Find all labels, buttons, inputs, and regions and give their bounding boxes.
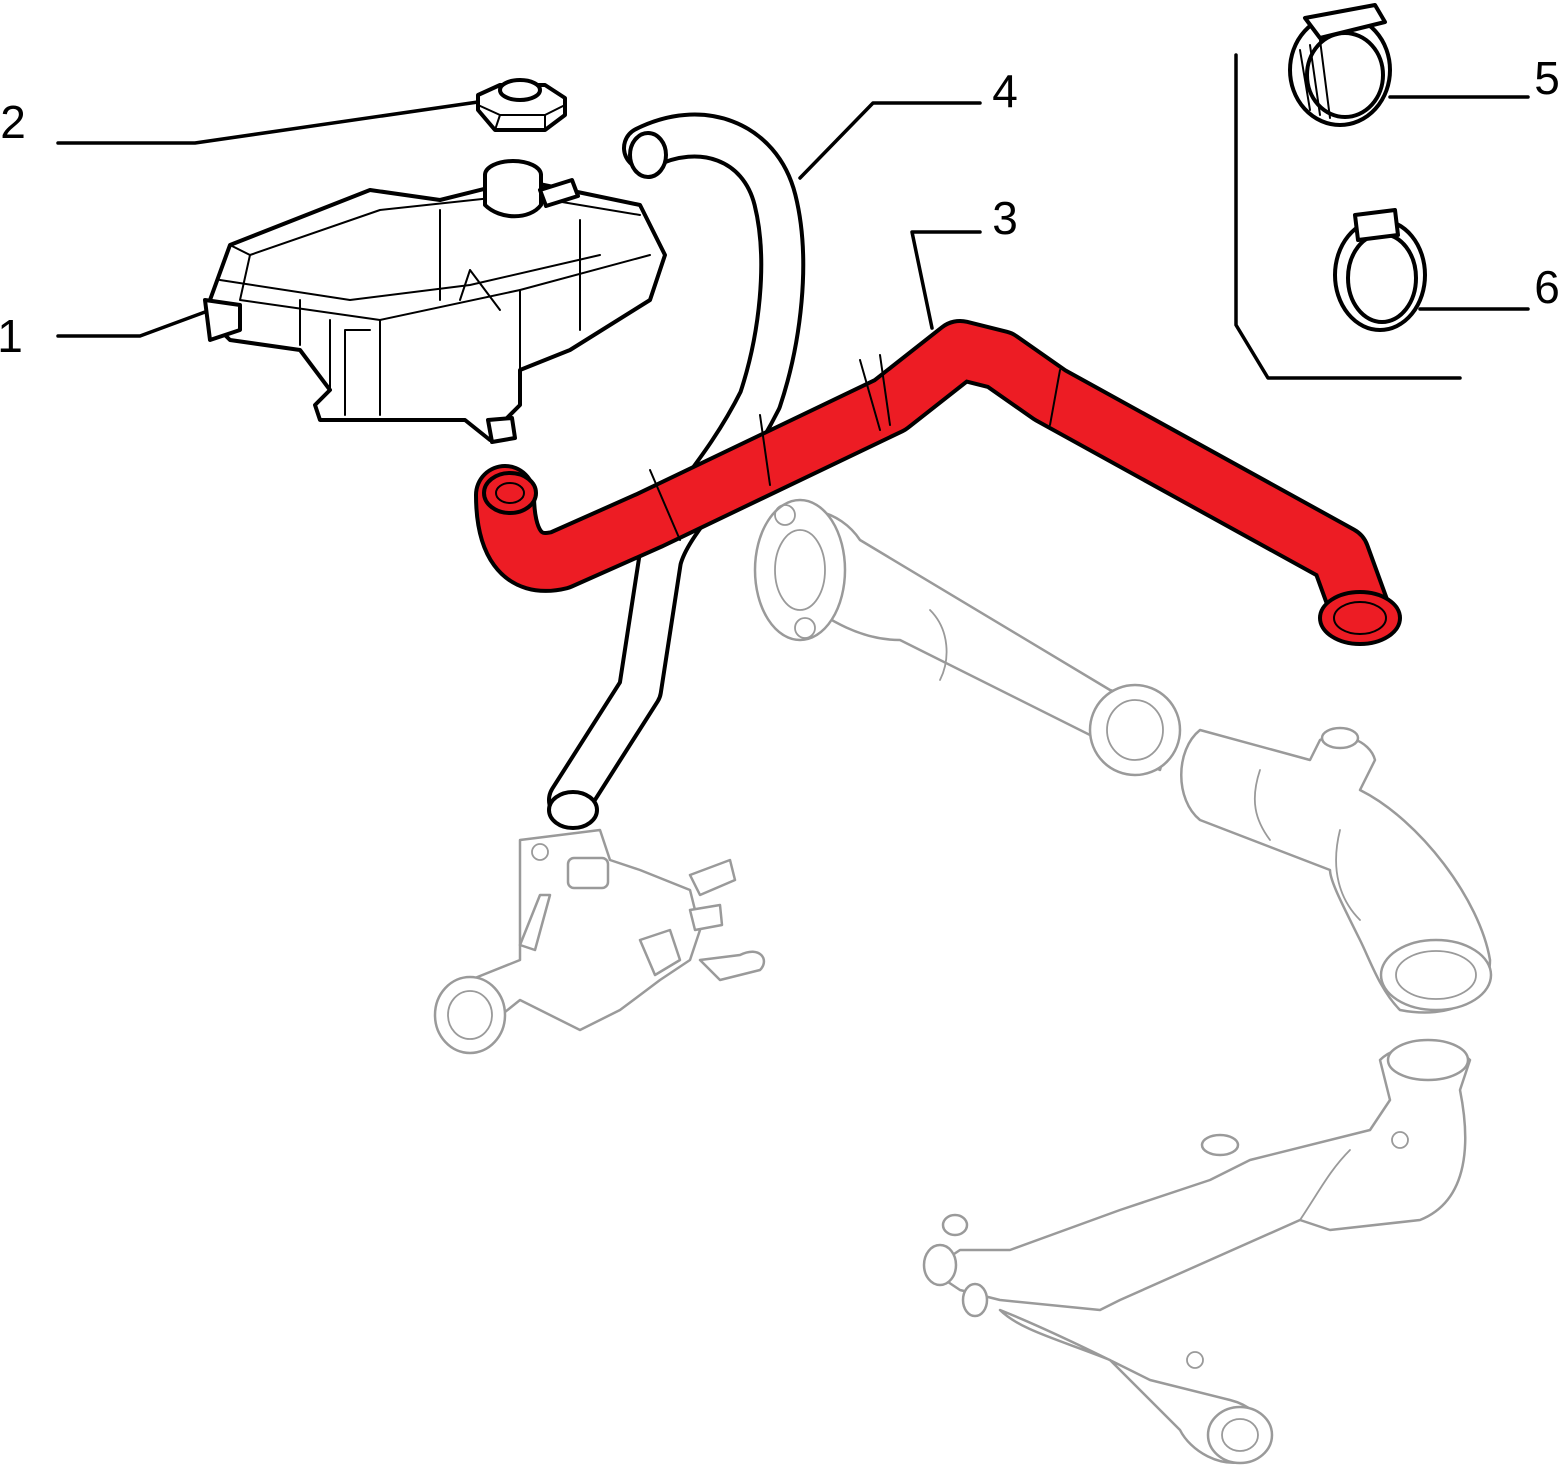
leader-line-1 [56,310,207,338]
hose-clamp-part-5 [1288,3,1392,127]
expansion-tank [203,159,667,444]
callout-6: 6 [1534,261,1560,313]
context-thermostat-housing [433,828,766,1055]
callout-5: 5 [1534,52,1560,104]
callout-1: 1 [0,310,23,362]
leader-line-2 [56,100,480,145]
callout-4: 4 [992,65,1018,117]
tank-cap [476,78,567,132]
context-pipe-upper [753,498,1182,777]
callout-2: 2 [0,96,26,148]
clamp-group-bracket [1234,53,1462,380]
leader-line-4 [798,101,982,180]
leader-line-3 [910,230,982,330]
context-water-pipe-lower [922,1038,1472,1465]
hose-part-3-highlighted [474,319,1402,646]
context-pipe-elbow [1180,726,1493,1014]
hose-clamp-part-6 [1333,208,1427,332]
callout-3: 3 [992,192,1018,244]
